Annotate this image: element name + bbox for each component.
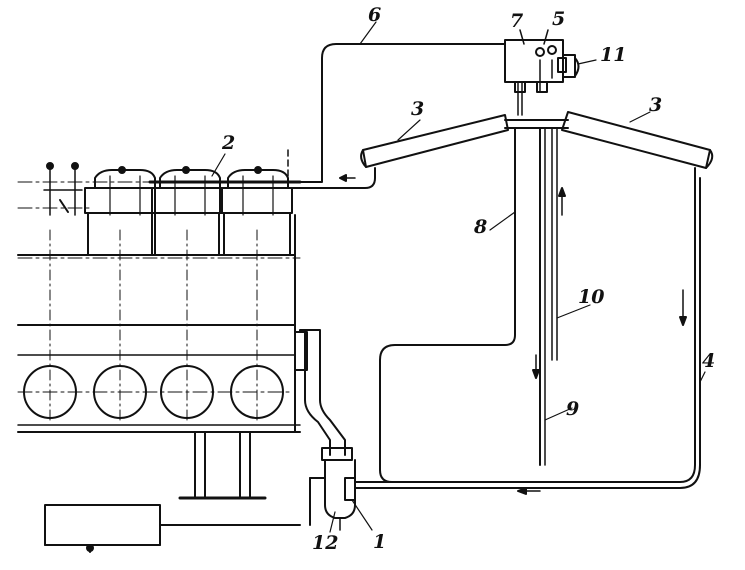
flow-arrows bbox=[517, 187, 687, 495]
label-8: 8 bbox=[474, 216, 488, 238]
label-1: 1 bbox=[373, 531, 387, 553]
label-7: 7 bbox=[510, 10, 524, 32]
label-3-left: 3 bbox=[411, 98, 425, 120]
radiator-right bbox=[561, 111, 714, 179]
valve-block-5 bbox=[504, 29, 580, 116]
pipe-10 bbox=[551, 127, 558, 361]
tank-8 bbox=[379, 119, 701, 489]
label-4: 4 bbox=[702, 350, 716, 372]
label-12: 12 bbox=[312, 532, 339, 554]
leader-lines bbox=[211, 21, 706, 533]
pipe-6 bbox=[299, 43, 506, 189]
pump-12 bbox=[294, 329, 393, 531]
radiator-left bbox=[360, 114, 509, 168]
pipe-9 bbox=[539, 127, 546, 466]
label-5: 5 bbox=[552, 8, 566, 30]
label-3-right: 3 bbox=[649, 94, 663, 116]
label-9: 9 bbox=[566, 398, 580, 420]
label-11: 11 bbox=[600, 44, 627, 66]
engine bbox=[17, 149, 302, 553]
label-6: 6 bbox=[368, 4, 382, 26]
label-10: 10 bbox=[578, 286, 605, 308]
label-2: 2 bbox=[222, 132, 236, 154]
